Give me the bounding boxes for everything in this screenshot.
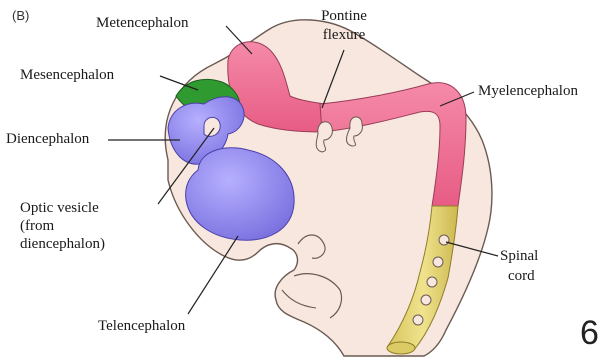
label-cord: cord [508, 268, 535, 285]
page-number: 6 [580, 314, 599, 353]
label-metencephalon: Metencephalon [96, 15, 188, 32]
label-myelencephalon: Myelencephalon [478, 83, 578, 100]
label-flexure: flexure [314, 27, 374, 44]
label-pontine: Pontine [314, 8, 374, 25]
label-telencephalon: Telencephalon [98, 318, 185, 335]
label-mesencephalon: Mesencephalon [20, 67, 114, 84]
label-optic-vesicle-from: (from [20, 218, 54, 235]
panel-label: (B) [12, 8, 29, 23]
label-spinal: Spinal [500, 248, 538, 265]
label-optic-vesicle: Optic vesicle [20, 200, 99, 217]
label-diencephalon: Diencephalon [6, 131, 89, 148]
optic-vesicle-shape [204, 117, 220, 136]
label-optic-vesicle-diencephalon: diencephalon) [20, 236, 105, 253]
spinal-cord-cut-end [387, 342, 415, 354]
